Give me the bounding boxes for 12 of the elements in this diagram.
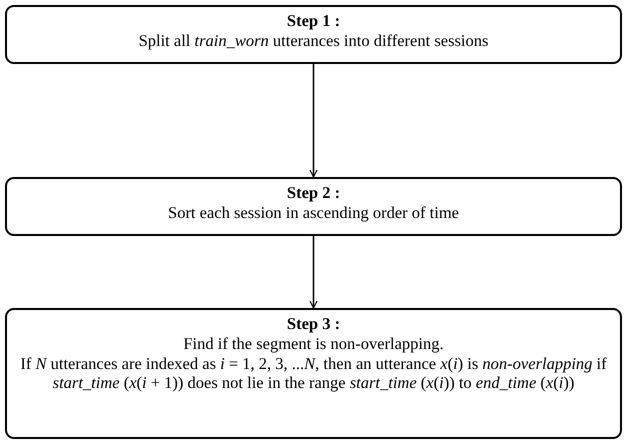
arrow [309,236,318,309]
step-description: Split all train_worn utterances into different sessions [138,30,490,51]
step-description: Sort each session in ascending order of time [167,202,460,223]
process-box [5,308,622,439]
step-heading: Step 2 : [286,183,342,203]
step-heading: Step 3 : [286,314,342,334]
step-heading: Step 1 : [286,11,342,31]
process-box [5,177,622,236]
step-description: Find if the segment is non-overlapping. [182,334,445,354]
process-box [5,5,622,64]
arrow [309,64,318,178]
step-description: If N utterances are indexed as i = 1, 2, 3, ...N, then an utterance x(i) is non-overlapping if start_time (x(i + 1)) does not lie in the range start_time (x(i)) to end_time (x(i)) [19,354,608,394]
